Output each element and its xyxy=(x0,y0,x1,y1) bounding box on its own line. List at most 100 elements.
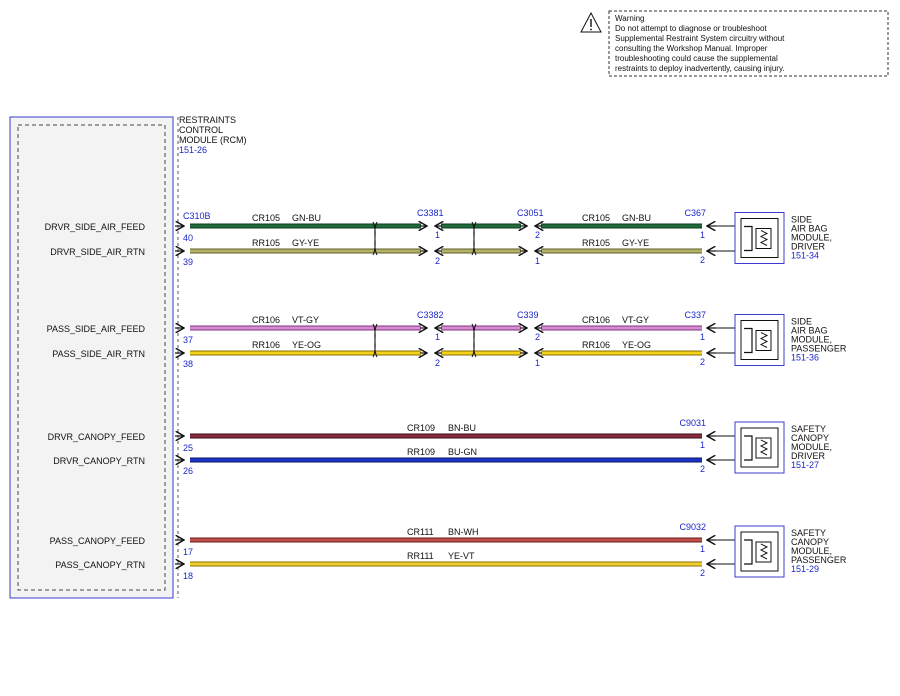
module-pin: 2 xyxy=(700,255,705,265)
warning-box: Warning Do not attempt to diagnose or tr… xyxy=(580,10,889,77)
rcm-ref-link[interactable]: 151-26 xyxy=(179,145,207,155)
wire-color-label: VT-GY xyxy=(622,315,649,325)
inline-pin: 2 xyxy=(435,358,440,368)
module-name-line: CANOPY xyxy=(791,537,829,547)
circuit-label: RR105 xyxy=(252,238,280,248)
module-name-line: MODULE, xyxy=(791,442,832,452)
module-pin: 1 xyxy=(700,544,705,554)
twisted-pair-marker xyxy=(471,221,477,256)
inline-connector-label[interactable]: C3381 xyxy=(417,208,444,218)
warning-line: Do not attempt to diagnose or troublesho… xyxy=(615,24,767,33)
module-connector-label[interactable]: C9031 xyxy=(679,418,706,428)
rcm-connector-label[interactable]: C310B xyxy=(183,211,211,221)
rcm-signals: DRVR_SIDE_AIR_FEED DRVR_SIDE_AIR_RTN PAS… xyxy=(45,222,193,581)
module-name-line: PASSENGER xyxy=(791,344,847,354)
rcm-pin: 25 xyxy=(183,443,193,453)
circuit-label: CR111 xyxy=(407,527,434,537)
warning-line: troubleshooting could cause the suppleme… xyxy=(615,54,778,63)
warning-line: restraints to deploy inadvertently, caus… xyxy=(615,64,785,73)
module-connector-label[interactable]: C337 xyxy=(684,310,706,320)
rcm-name-line: CONTROL xyxy=(179,125,223,135)
wire-color-label: GN-BU xyxy=(622,213,651,223)
circuit-label: CR105 xyxy=(252,213,280,223)
wire-color-label: GN-BU xyxy=(292,213,321,223)
signal-label: PASS_SIDE_AIR_FEED xyxy=(47,324,146,334)
circuit-label: RR109 xyxy=(407,447,435,457)
signal-label: DRVR_SIDE_AIR_RTN xyxy=(50,247,145,257)
module-ref-link[interactable]: 151-34 xyxy=(791,251,819,261)
twisted-pair-marker xyxy=(372,221,378,256)
warning-title: Warning xyxy=(615,14,645,23)
module-pin: 2 xyxy=(700,568,705,578)
module-name-line: AIR BAG xyxy=(791,326,828,336)
rcm-pin: 26 xyxy=(183,466,193,476)
twisted-pair-marker xyxy=(372,323,378,358)
module-name-line: DRIVER xyxy=(791,451,826,461)
signal-label: PASS_CANOPY_RTN xyxy=(55,560,145,570)
rcm-pin: 18 xyxy=(183,571,193,581)
circuit-label: CR106 xyxy=(252,315,280,325)
circuit-label: RR105 xyxy=(582,238,610,248)
inline-pin: 1 xyxy=(435,332,440,342)
inline-pin: 2 xyxy=(435,256,440,266)
twisted-pair-marker xyxy=(471,323,477,358)
module-pin: 2 xyxy=(700,357,705,367)
wire-color-label: GY-YE xyxy=(292,238,319,248)
rcm-pin: 38 xyxy=(183,359,193,369)
airbag-module-icon xyxy=(734,525,785,578)
rcm-name-line: MODULE (RCM) xyxy=(179,135,247,145)
wire-color-label: YE-VT xyxy=(448,551,475,561)
signal-label: DRVR_SIDE_AIR_FEED xyxy=(45,222,146,232)
inline-pin: 1 xyxy=(435,230,440,240)
module-ref-link[interactable]: 151-27 xyxy=(791,460,819,470)
module-connector-label[interactable]: C367 xyxy=(684,208,706,218)
module-name-line: MODULE, xyxy=(791,335,832,345)
signal-label: PASS_SIDE_AIR_RTN xyxy=(52,349,145,359)
wire-color-label: GY-YE xyxy=(622,238,649,248)
module-pin: 1 xyxy=(700,332,705,342)
module-pin: 1 xyxy=(700,230,705,240)
wire-color-label: BN-WH xyxy=(448,527,479,537)
module-name-line: AIR BAG xyxy=(791,224,828,234)
rcm-pin: 37 xyxy=(183,335,193,345)
rcm-pin: 17 xyxy=(183,547,193,557)
signal-label: DRVR_CANOPY_RTN xyxy=(53,456,145,466)
circuit-label: CR106 xyxy=(582,315,610,325)
rcm-pin: 40 xyxy=(183,233,193,243)
warning-triangle-icon xyxy=(580,11,602,33)
inline-connector-label[interactable]: C339 xyxy=(517,310,539,320)
wire-color-label: YE-OG xyxy=(292,340,321,350)
inline-pin: 2 xyxy=(535,332,540,342)
module-connector-label[interactable]: C9032 xyxy=(679,522,706,532)
circuit-label: RR106 xyxy=(252,340,280,350)
module-name-line: DRIVER xyxy=(791,242,826,252)
wire-color-label: BN-BU xyxy=(448,423,476,433)
airbag-module-icon xyxy=(734,314,785,366)
wire-color-label: VT-GY xyxy=(292,315,319,325)
module-ref-link[interactable]: 151-29 xyxy=(791,564,819,574)
rcm-pin: 39 xyxy=(183,257,193,267)
airbag-module-icon xyxy=(734,212,785,264)
inline-connector-label[interactable]: C3051 xyxy=(517,208,544,218)
module-name-line: SIDE xyxy=(791,317,812,327)
circuit-label: CR109 xyxy=(407,423,435,433)
inline-pin: 1 xyxy=(535,256,540,266)
airbag-module-icon xyxy=(734,421,785,474)
module-name-line: SAFETY xyxy=(791,424,826,434)
module-name-line: SAFETY xyxy=(791,528,826,538)
module-name-line: SIDE xyxy=(791,215,812,225)
inline-pin: 1 xyxy=(535,358,540,368)
inline-connector-label[interactable]: C3382 xyxy=(417,310,444,320)
signal-label: PASS_CANOPY_FEED xyxy=(50,536,146,546)
circuit-label: RR106 xyxy=(582,340,610,350)
module-ref-link[interactable]: 151-36 xyxy=(791,353,819,363)
module-name-line: MODULE, xyxy=(791,233,832,243)
warning-line: Supplemental Restraint System circuitry … xyxy=(615,34,785,43)
module-name-line: MODULE, xyxy=(791,546,832,556)
rcm-module: RESTRAINTS CONTROL MODULE (RCM) 151-26 C… xyxy=(9,115,247,599)
